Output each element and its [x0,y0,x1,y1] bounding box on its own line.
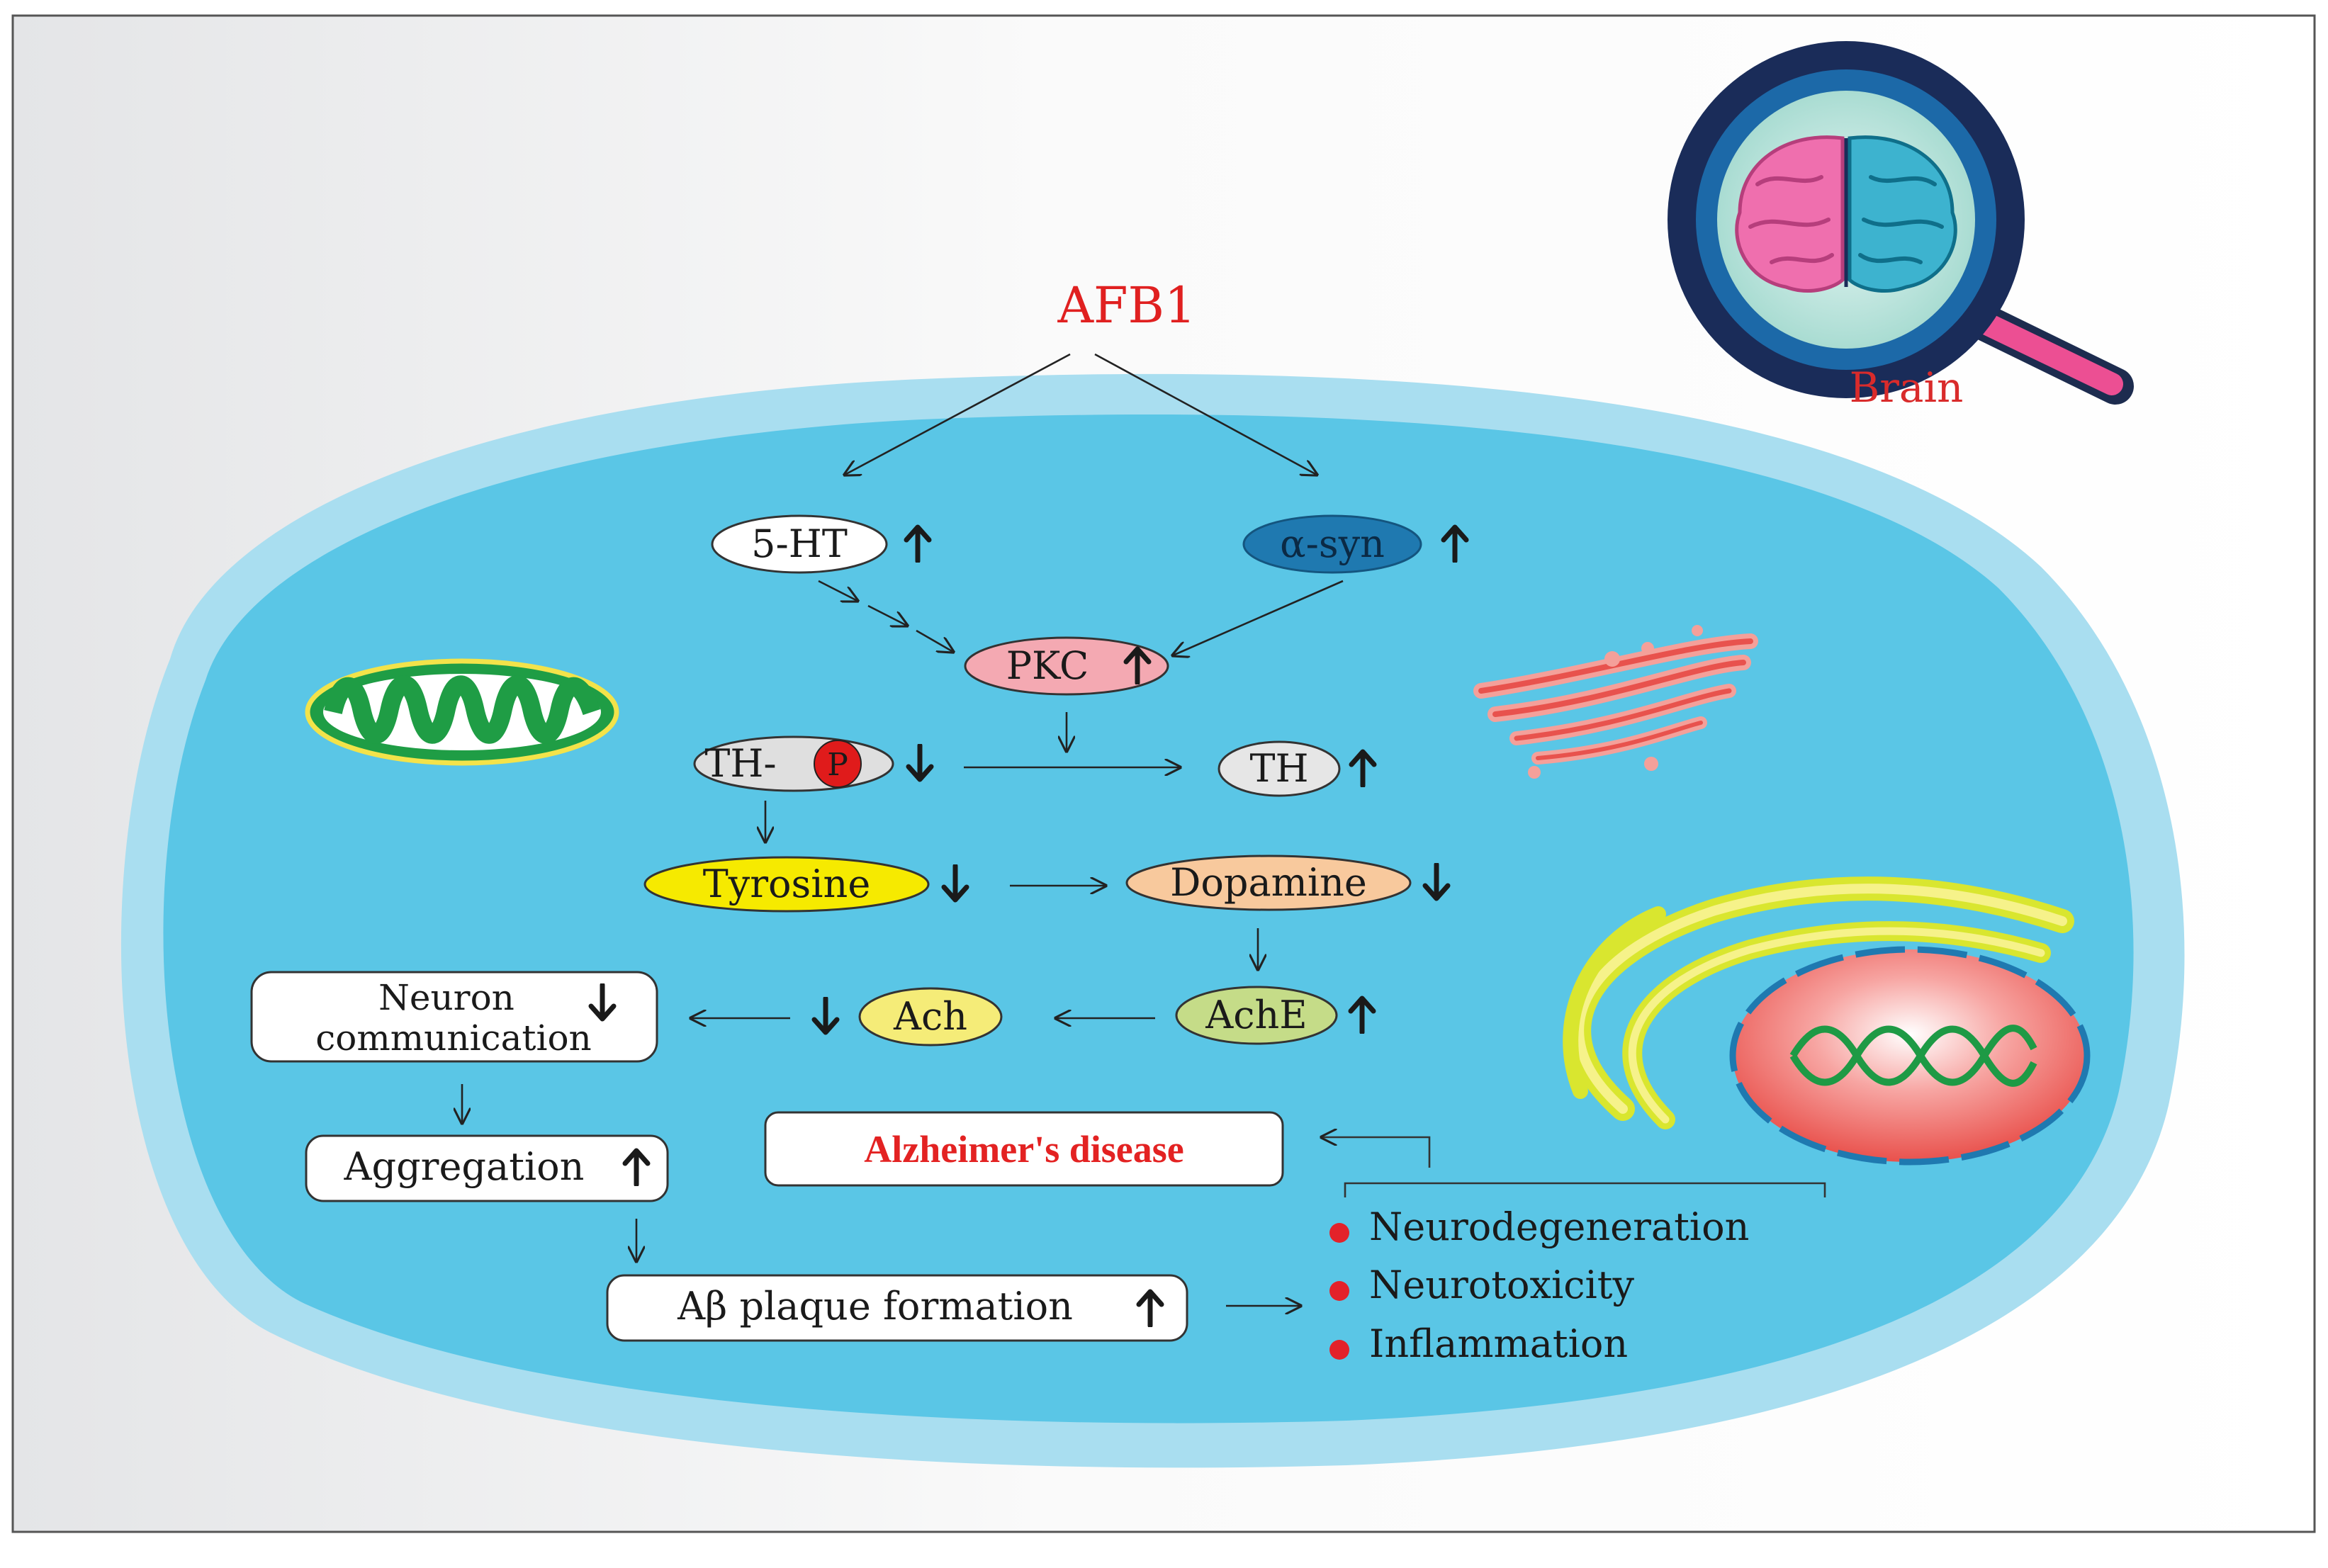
label-ach: Ach [893,994,967,1039]
label-alzheimers: Alzheimer's disease [864,1128,1183,1171]
label-dopamine: Dopamine [1170,860,1367,905]
phospho-badge [814,740,862,788]
label-phospho: P [827,747,848,783]
label-abeta-plaque: Aβ plaque formation [677,1284,1073,1329]
node-ache [1175,986,1338,1045]
outcome-item: Inflammation [1329,1321,1628,1366]
bullet-icon [1329,1223,1349,1243]
outcomes-bracket [1322,1137,1826,1197]
label-th-p: TH- [704,741,776,786]
outcome-label: Neurotoxicity [1369,1263,1634,1307]
node-5ht [711,514,888,574]
node-ach [858,987,1003,1047]
label-aggregation: Aggregation [344,1144,585,1189]
outcome-label: Inflammation [1369,1321,1628,1366]
label-tyrosine: Tyrosine [703,862,871,906]
node-pkc [964,636,1169,696]
label-neuron: Neuron [378,977,514,1018]
label-alpha-syn: α-syn [1280,521,1385,566]
node-aggregation [305,1134,669,1202]
golgi-icon [1473,625,1758,779]
bullet-icon [1329,1340,1349,1360]
node-th [1218,740,1341,797]
node-abeta-plaque [606,1274,1188,1342]
label-communication: communication [315,1017,592,1059]
outcome-label: Neurodegeneration [1369,1205,1749,1249]
endoplasmic-reticulum-icon [1563,876,2074,1129]
node-alzheimers [764,1111,1284,1187]
afb1-arrows [845,353,1317,475]
nucleus-icon [1729,946,2091,1166]
label-pkc: PKC [1006,643,1089,688]
5ht-to-pkc-arrows [818,580,1344,655]
node-dopamine [1125,854,1412,911]
label-th: TH [1249,746,1308,791]
brain-label: Brain [1850,363,1964,412]
outcome-item: Neurodegeneration [1329,1205,1749,1249]
label-5ht: 5-HT [751,521,848,566]
cell-cytoplasm [163,414,2134,1423]
bullet-icon [1329,1281,1349,1301]
node-neuron-communication [250,971,658,1063]
brain-magnifier-icon [1668,41,2134,405]
mitochondrion-icon [305,658,619,766]
outcomes-list: Neurodegeneration Neurotoxicity Inflamma… [1329,1205,1749,1366]
afb1-label: AFB1 [1057,276,1196,334]
node-tyrosine [643,856,930,913]
label-ache: AchE [1205,993,1307,1037]
outcome-item: Neurotoxicity [1329,1263,1634,1307]
node-alpha-syn [1242,514,1422,574]
